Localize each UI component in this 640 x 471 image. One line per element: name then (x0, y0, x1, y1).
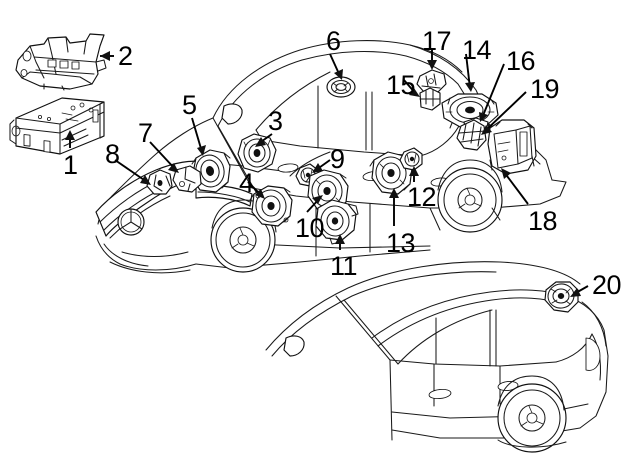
part-rear-amplifier-unit (487, 119, 537, 175)
callout-14: 14 (462, 35, 492, 65)
wheel-front-sedan (210, 199, 277, 273)
part-rear-deck-subwoofer (441, 93, 499, 129)
callout-4: 4 (239, 168, 254, 198)
callout-12: 12 (407, 182, 437, 212)
callout-18: 18 (528, 206, 558, 236)
callout-15: 15 (386, 70, 416, 100)
callout-11: 11 (330, 251, 358, 281)
callout-8: 8 (105, 139, 120, 169)
wheel-rear-sedan (437, 159, 503, 233)
leader-lines (65, 48, 589, 297)
part-tweeter-mirror-triangle (172, 165, 202, 193)
part-speaker-clip-bracket (419, 87, 441, 111)
callout-13: 13 (386, 228, 416, 258)
part-tweeter-a-pillar (146, 169, 173, 195)
part-retainer-clip (416, 69, 447, 93)
callout-3: 3 (268, 106, 283, 136)
mercedes-star-emblem (117, 208, 145, 236)
part-tweeter-rear-door (399, 147, 423, 171)
part-amplifier-bracket (15, 33, 107, 91)
callout-16: 16 (506, 46, 536, 76)
callout-19: 19 (530, 74, 560, 104)
vehicle-sedan (95, 40, 567, 274)
part-roof-antenna-speaker (326, 76, 356, 98)
part-door-woofer-lower (315, 199, 359, 245)
callout-6: 6 (326, 26, 341, 56)
part-wagon-rear-speaker (544, 281, 579, 313)
part-mounting-bracket-rear (456, 119, 487, 151)
callout-10: 10 (295, 213, 325, 243)
callout-9: 9 (330, 144, 345, 174)
callout-2: 2 (118, 41, 133, 71)
callout-20: 20 (592, 270, 622, 300)
callout-1: 1 (63, 150, 78, 180)
part-dash-speaker-right (237, 133, 277, 173)
wheel-rear-wagon (497, 375, 567, 453)
callout-7: 7 (138, 118, 153, 148)
callout-5: 5 (182, 90, 197, 120)
part-amplifier-module (9, 97, 105, 155)
callout-17: 17 (422, 26, 452, 56)
